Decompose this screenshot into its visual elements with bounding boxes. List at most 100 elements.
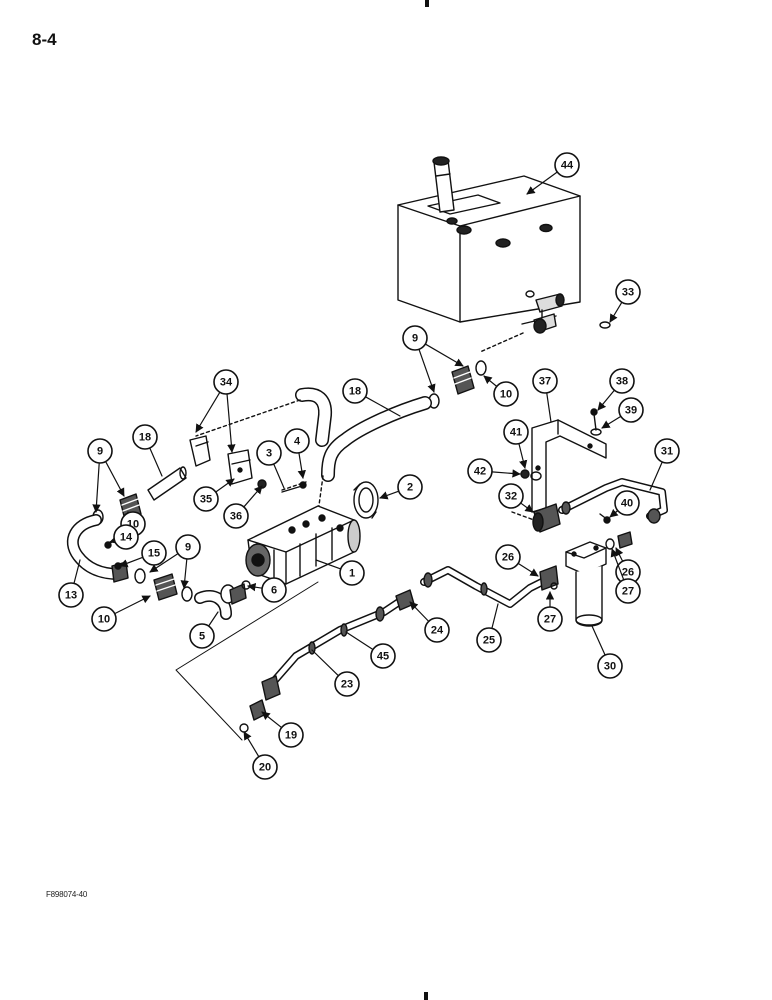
callout-number: 24	[431, 625, 444, 637]
callout-4: 4	[284, 428, 310, 479]
callout-number: 26	[502, 552, 514, 564]
callout-number: 31	[661, 446, 673, 458]
callout-number: 15	[148, 548, 160, 560]
callout-leader	[491, 469, 521, 478]
callout-number: 9	[412, 333, 418, 345]
callout-balloon	[370, 643, 396, 669]
figure-code: F898074-40	[46, 890, 88, 899]
callout-37: 37	[532, 368, 558, 423]
callout-balloon	[654, 438, 680, 464]
callout-balloon	[397, 474, 423, 500]
callout-leader	[311, 649, 339, 677]
callout-31: 31	[649, 438, 680, 491]
hose-connector	[532, 503, 561, 533]
pump-gasket	[353, 481, 379, 519]
callout-leader	[409, 601, 430, 622]
callout-leader	[597, 389, 615, 411]
callout-1: 1	[315, 559, 365, 586]
callout-balloon	[58, 582, 84, 608]
callout-balloon	[537, 606, 563, 632]
callout-leader	[483, 375, 498, 388]
callout-leader	[526, 171, 558, 195]
callout-leader	[297, 452, 306, 479]
callout-30: 30	[591, 625, 623, 679]
callout-balloon	[467, 458, 493, 484]
callout-number: 32	[505, 491, 517, 503]
callout-balloon	[495, 544, 521, 570]
callout-number: 44	[561, 160, 574, 172]
callout-balloon	[193, 486, 219, 512]
hose-connector	[249, 675, 281, 721]
callout-number: 9	[185, 542, 191, 554]
callout-balloon	[424, 617, 450, 643]
callout-leader	[92, 462, 101, 513]
callout-2: 2	[379, 474, 423, 500]
callout-leader	[215, 478, 235, 493]
callout-balloon	[132, 424, 158, 450]
callout-36: 36	[223, 485, 263, 529]
callout-leader	[180, 558, 189, 589]
callout-balloon	[91, 606, 117, 632]
callout-24: 24	[409, 601, 450, 643]
callout-balloon	[339, 560, 365, 586]
callout-leader	[119, 556, 144, 568]
callout-19: 19	[261, 711, 304, 748]
plug	[605, 531, 633, 550]
callout-number: 18	[349, 386, 361, 398]
callout-leader	[591, 625, 606, 656]
callout-leader	[243, 485, 263, 508]
hydraulic-tank	[397, 156, 581, 334]
callout-leader	[418, 348, 436, 393]
callout-balloon	[614, 490, 640, 516]
callout-18: 18	[132, 424, 163, 477]
callout-balloon	[476, 627, 502, 653]
callout-leader	[601, 415, 622, 429]
tube-bracket	[189, 435, 253, 485]
callout-number: 27	[622, 586, 634, 598]
callout-42: 42	[467, 458, 521, 484]
callout-balloon	[213, 369, 239, 395]
callout-18: 18	[342, 378, 401, 417]
o-ring	[599, 321, 611, 329]
callout-leader	[149, 447, 163, 477]
callout-number: 18	[139, 432, 151, 444]
callout-leader	[73, 559, 81, 584]
callout-5: 5	[189, 611, 219, 649]
callout-leader	[345, 631, 374, 651]
callout-9: 9	[149, 534, 201, 589]
callout-leader	[195, 391, 221, 433]
callout-number: 6	[271, 585, 277, 597]
callout-number: 42	[474, 466, 486, 478]
callout-balloon	[554, 152, 580, 178]
callout-number: 23	[341, 679, 353, 691]
callout-leader	[315, 559, 342, 570]
callout-26: 26	[615, 547, 641, 585]
callout-number: 2	[407, 482, 413, 494]
callout-leader	[226, 393, 236, 453]
registration-mark-bottom	[424, 992, 428, 1000]
callout-number: 30	[604, 661, 616, 673]
callout-44: 44	[526, 152, 580, 195]
o-ring	[239, 723, 249, 733]
suction-hose	[295, 387, 432, 482]
callout-39: 39	[601, 397, 644, 429]
callout-35: 35	[193, 478, 235, 512]
callout-38: 38	[597, 368, 635, 411]
callout-27: 27	[537, 591, 563, 632]
callout-number: 34	[220, 377, 233, 389]
callout-number: 13	[65, 590, 77, 602]
return-tube	[558, 478, 668, 524]
callout-13: 13	[58, 559, 84, 608]
callout-number: 1	[349, 568, 355, 580]
callout-leader	[546, 392, 552, 423]
callout-9: 9	[87, 438, 125, 513]
callout-balloon	[493, 381, 519, 407]
hose-connector	[451, 365, 475, 395]
callout-leader	[517, 562, 539, 577]
callout-balloon	[175, 534, 201, 560]
callout-leader	[273, 463, 285, 489]
callout-15: 15	[119, 540, 167, 568]
callout-number: 45	[377, 651, 389, 663]
page-number: 8-4	[32, 30, 57, 49]
